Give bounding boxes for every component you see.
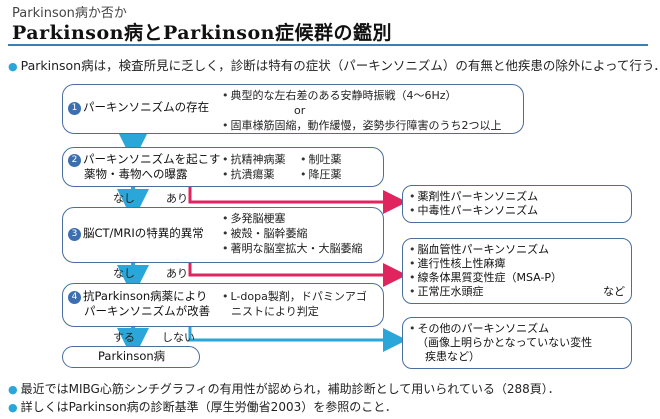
step4-number: 4 — [68, 291, 81, 304]
step4-box — [62, 283, 384, 327]
step2-box — [62, 147, 384, 187]
final-box — [62, 346, 200, 368]
step2-items: •抗精神病薬 •抗潰瘍薬 — [222, 153, 286, 181]
step2-items-col2: •制吐薬 •降圧薬 — [300, 153, 342, 181]
bullet-icon: ● — [8, 60, 18, 73]
branch-yes-3: する — [113, 331, 135, 344]
step4-items: •L-dopa製剤，ドパミンアゴ ニストにより判定 — [222, 290, 367, 318]
branch-yes-1: あり — [166, 192, 188, 205]
arrow-no-to-outcome3 — [188, 326, 407, 352]
branch-no-3: しない — [162, 331, 195, 344]
bullet-icon: ● — [8, 383, 18, 396]
step3-items: •多発脳梗塞 •被殻・脳幹萎縮 •著明な脳室拡大・大脳萎縮 — [222, 212, 363, 255]
step1-items: •典型的な左右差のある安静時振戦（4〜6Hz） or •固車様筋固縮，動作緩慢，… — [222, 89, 502, 132]
outcome1-box: •薬剤性パーキンソニズム •中毒性パーキンソニズム — [402, 185, 632, 223]
step1-number: 1 — [68, 102, 81, 115]
step1-box — [62, 84, 524, 134]
arrow-yes-to-outcome2 — [188, 262, 407, 287]
arrow-yes-to-outcome1 — [188, 187, 407, 214]
bullet-icon: ● — [8, 401, 18, 414]
page-title: Parkinson病とParkinson症候群の鑑別 — [12, 22, 392, 44]
title-rule — [8, 44, 648, 46]
branch-yes-2: あり — [166, 267, 188, 280]
branch-no-2: なし — [113, 267, 135, 280]
outcome2-box: •脳血管性パーキンソニズム •進行性核上性麻痺 •線条体黒質変性症（MSA-P）… — [402, 238, 632, 304]
step3-box — [62, 207, 384, 263]
branch-no-1: なし — [113, 192, 135, 205]
section-kicker: Parkinson病か否か — [12, 6, 127, 21]
intro-sentence: Parkinson病は，検査所見に乏しく，診断は特有の症状（パーキンソニズム）の… — [20, 58, 660, 73]
outcome3-box: •その他のパーキンソニズム （画像上明らかとなっていない変性 疾患など） — [402, 317, 632, 369]
step2-number: 2 — [68, 154, 81, 167]
step3-number: 3 — [68, 228, 81, 241]
intro-text: ●Parkinson病は，検査所見に乏しく，診断は特有の症状（パーキンソニズム）… — [8, 55, 660, 74]
final-label: Parkinson病 — [98, 349, 166, 363]
footnote-1: ●最近ではMIBG心筋シンチグラフィの有用性が認められ，補助診断として用いられて… — [8, 382, 560, 396]
footnote-2: ●詳しくはParkinson病の診断基準（厚生労働省2003）を参照のこと． — [8, 400, 397, 414]
